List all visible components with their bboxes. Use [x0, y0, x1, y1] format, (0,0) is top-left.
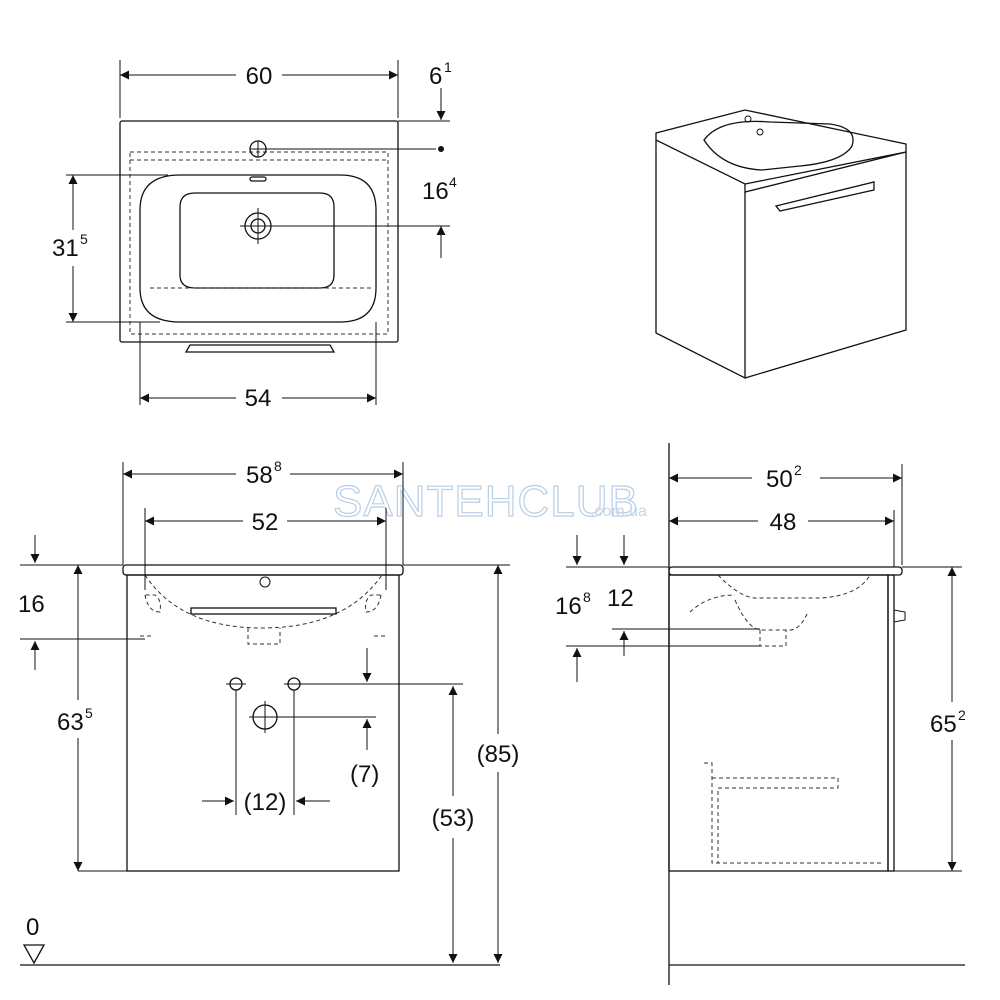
- floor-level-symbol: [22, 944, 46, 965]
- iso-cabinet-front: [744, 152, 907, 379]
- basin-inner-contour: [179, 192, 335, 289]
- front-drawer-handle: [190, 607, 337, 615]
- top-view-cabinet-hidden: [129, 151, 389, 335]
- dim-depth-16-sup: 4: [449, 174, 457, 190]
- dim-offset-6: 6: [429, 63, 442, 90]
- iso-countertop: [655, 109, 907, 185]
- dim-front-height-63: 63: [57, 709, 84, 736]
- dim-side-depth-48: 48: [770, 509, 797, 536]
- dim-side-offset-12: 12: [607, 585, 634, 612]
- side-basin-hidden: [717, 574, 871, 599]
- dim-side-height-65-sup: 2: [958, 707, 966, 723]
- iso-basin: [703, 120, 854, 171]
- side-countertop: [668, 566, 903, 576]
- dim-front-width-58: 58: [246, 462, 273, 489]
- side-cabinet: [668, 574, 889, 872]
- dim-basin-31: 31: [52, 235, 79, 262]
- dim-side-depth-50-sup: 2: [794, 462, 802, 478]
- dim-offset-6-sup: 1: [444, 59, 452, 75]
- iso-handle: [774, 181, 875, 212]
- overflow: [249, 176, 267, 182]
- front-cabinet: [126, 574, 400, 872]
- dim-basin-31-sup: 5: [80, 231, 88, 247]
- dim-floor-0: 0: [26, 914, 39, 941]
- side-view: 50 2 48 16 8 12 65 2: [555, 443, 966, 985]
- dim-front-height-85: (85): [477, 741, 520, 768]
- watermark: SANTEHCLUB .com.ua: [332, 476, 647, 526]
- dim-side-offset-16: 16: [555, 593, 582, 620]
- dim-front-height-53: (53): [432, 805, 475, 832]
- front-view: 58 8 52 16 63 5 (7) (12) (5: [18, 458, 520, 966]
- dim-side-offset-16-sup: 8: [583, 589, 591, 605]
- dim-width-60: 60: [246, 63, 273, 90]
- dim-front-drain-7: (7): [350, 761, 379, 788]
- dim-inner-54: 54: [245, 385, 272, 412]
- top-view: 60 6 1 16 4 31 5 54: [52, 59, 457, 412]
- dim-front-spacing-12: (12): [244, 789, 287, 816]
- watermark-domain: .com.ua: [590, 503, 647, 520]
- front-basin-hidden: [144, 574, 383, 629]
- dim-depth-16: 16: [422, 178, 449, 205]
- handle-top: [184, 344, 336, 353]
- dim-front-width-58-sup: 8: [274, 458, 282, 474]
- isometric-view: [655, 109, 907, 380]
- dim-side-height-65: 65: [930, 711, 957, 738]
- front-countertop: [122, 564, 404, 576]
- iso-cabinet-side: [655, 146, 746, 380]
- dim-front-rim-16: 16: [18, 591, 45, 618]
- dim-front-height-63-sup: 5: [85, 705, 93, 721]
- top-view-outline: [119, 120, 399, 343]
- dim-front-inner-52: 52: [252, 509, 279, 536]
- basin-outer-contour: [139, 174, 377, 323]
- side-door-front: [887, 574, 895, 872]
- dim-side-depth-50: 50: [766, 466, 793, 493]
